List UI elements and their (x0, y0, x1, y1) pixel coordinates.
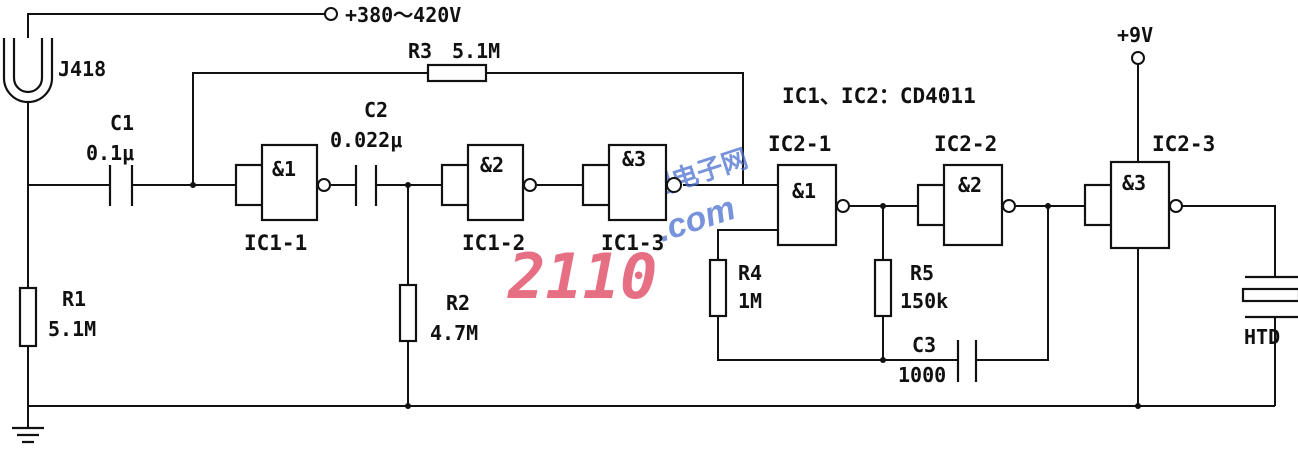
capacitor-c2: C2 0.022μ (330, 98, 402, 206)
gate-ic1-3-symbol: &3 (622, 147, 646, 171)
c3-value: 1000 (898, 363, 946, 387)
terminal-high-voltage: +380～420V (324, 3, 461, 27)
r1-name: R1 (62, 287, 86, 311)
r5-value: 150k (900, 289, 948, 313)
c2-value: 0.022μ (330, 128, 402, 152)
gate-ic2-3-symbol: &3 (1122, 171, 1146, 195)
probe-j418: J418 (2, 38, 106, 104)
gate-ic1-2-symbol: &2 (480, 153, 504, 177)
gate-ic1-1-symbol: &1 (272, 157, 296, 181)
gate-ic2-2-symbol: &2 (958, 173, 982, 197)
resistor-r4: R4 1M (708, 258, 762, 318)
supply-high-label: +380～420V (345, 3, 461, 27)
c2-name: C2 (364, 98, 388, 122)
gate-ic1-3-label: IC1-3 (601, 231, 664, 255)
resistor-r1: R1 5.1M (18, 286, 96, 348)
resistor-r3: R3 5.1M (408, 39, 500, 83)
gate-ic2-2: &2 IC2-2 (916, 132, 1016, 247)
r4-name: R4 (738, 261, 762, 285)
r2-value: 4.7M (430, 321, 478, 345)
r2-name: R2 (446, 291, 470, 315)
junction-dots (190, 182, 1141, 409)
terminal-9v: +9V (1117, 23, 1153, 65)
c3-name: C3 (912, 333, 936, 357)
wires (12, 13, 1276, 444)
gate-ic2-3: &3 IC2-3 (1083, 132, 1215, 250)
htd-label: HTD (1244, 325, 1280, 349)
gate-ic2-1-label: IC2-1 (768, 132, 831, 156)
gate-ic2-1-symbol: &1 (792, 179, 816, 203)
gate-ic1-1: &1 IC1-1 (234, 143, 331, 255)
probe-label: J418 (58, 57, 106, 81)
c1-value: 0.1μ (86, 141, 134, 165)
gate-ic2-2-label: IC2-2 (934, 132, 997, 156)
supply-low-label: +9V (1117, 23, 1153, 47)
ic-note: IC1、IC2：CD4011 (782, 84, 976, 108)
gate-ic2-1: &1 IC2-1 (768, 132, 850, 247)
resistor-r2: R2 4.7M (398, 283, 478, 345)
r1-value: 5.1M (48, 317, 96, 341)
gate-ic1-2-label: IC1-2 (462, 231, 525, 255)
r3-value: 5.1M (452, 39, 500, 63)
r4-value: 1M (738, 289, 762, 313)
gate-ic1-2: &2 IC1-2 (440, 143, 537, 255)
buzzer-htd: HTD (1241, 275, 1298, 349)
r5-name: R5 (910, 261, 934, 285)
watermark-number: 2110 (507, 240, 657, 313)
r3-name: R3 (408, 39, 432, 63)
resistor-r5: R5 150k (873, 258, 948, 318)
c1-name: C1 (110, 111, 134, 135)
capacitor-c3: C3 1000 (898, 333, 978, 387)
gate-ic2-3-label: IC2-3 (1152, 132, 1215, 156)
gate-ic1-3: &3 IC1-3 (581, 143, 682, 255)
capacitor-c1: C1 0.1μ (86, 111, 134, 206)
gate-ic1-1-label: IC1-1 (244, 231, 307, 255)
